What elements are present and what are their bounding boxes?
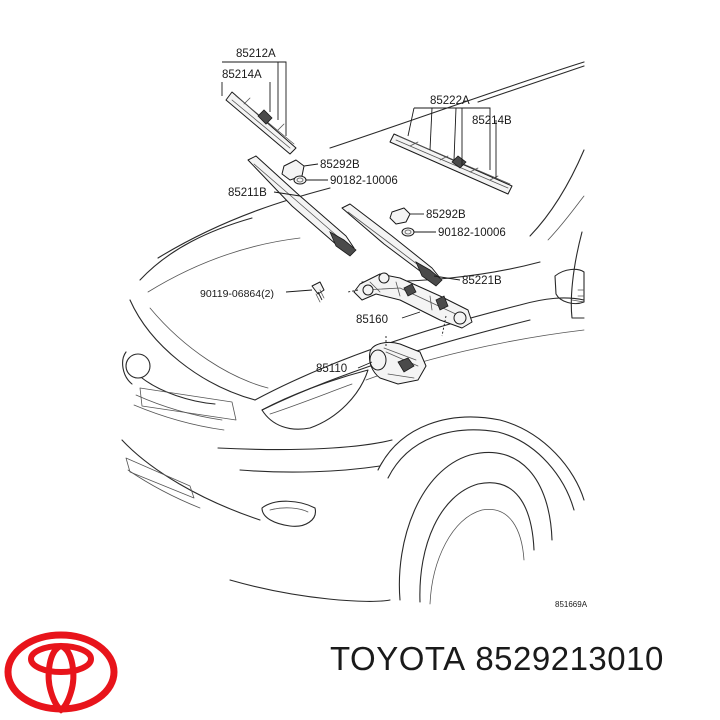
callout-85292B-rear: 85292B bbox=[426, 209, 466, 221]
callout-90119: 90119-06864(2) bbox=[200, 288, 274, 300]
toyota-logo bbox=[4, 631, 118, 714]
rear-wiper-blade bbox=[389, 133, 513, 195]
car-body-outline bbox=[121, 61, 585, 605]
part-number: 8529213010 bbox=[475, 640, 664, 677]
leader-lines bbox=[221, 61, 497, 369]
callout-85214B: 85214B bbox=[472, 115, 512, 127]
callout-85214A: 85214A bbox=[222, 69, 262, 81]
front-wiper-arm bbox=[247, 155, 357, 257]
pivot-caps bbox=[281, 159, 415, 237]
footer-caption: TOYOTA 8529213010 bbox=[330, 640, 664, 678]
wiper-motor bbox=[369, 336, 427, 385]
callout-90182-front: 90182-10006 bbox=[330, 175, 398, 187]
bolt bbox=[311, 281, 325, 303]
callout-labels: 85212A 85214A 85222A 85214B 85292B 90182… bbox=[200, 48, 588, 609]
callout-85110: 85110 bbox=[316, 363, 347, 375]
wiper-link-assembly bbox=[347, 272, 473, 337]
callout-85222A: 85222A bbox=[430, 95, 470, 107]
callout-85292B-front: 85292B bbox=[320, 159, 360, 171]
rear-wiper-arm bbox=[341, 203, 443, 287]
diagram-reference: 851669A bbox=[555, 600, 588, 609]
callout-90182-rear: 90182-10006 bbox=[438, 227, 506, 239]
brand-name: TOYOTA bbox=[330, 640, 466, 677]
callout-85211B: 85211B bbox=[228, 187, 267, 199]
callout-85212A: 85212A bbox=[236, 48, 276, 60]
front-wiper-blade bbox=[225, 91, 297, 155]
callout-85221B: 85221B bbox=[462, 275, 502, 287]
callout-85160: 85160 bbox=[356, 314, 388, 326]
